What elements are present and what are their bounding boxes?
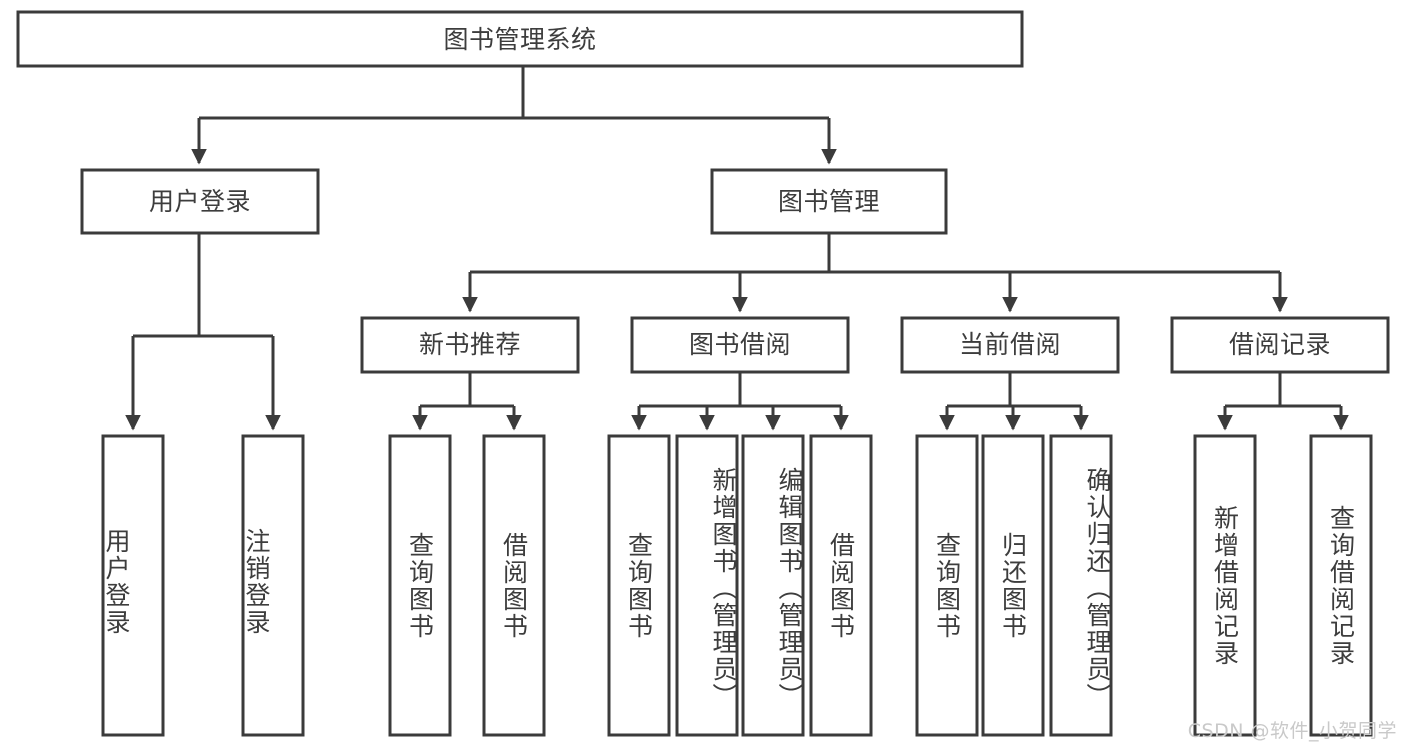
leaf-box-current-borrow-2[interactable] [1049,434,1113,737]
leaf-box-user-login-0[interactable] [101,434,165,737]
connector-group-root [191,66,837,165]
csdn-watermark: CSDN @软件_小贺同学 [1187,720,1397,742]
node-book-borrow[interactable]: 图书借阅 [630,316,850,374]
leaf-box-book-borrow-2[interactable] [741,434,805,737]
leaf-box-borrow-record-1[interactable] [1309,434,1373,737]
node-borrow-record[interactable]: 借阅记录 [1170,316,1390,374]
node-book-manage-label: 图书管理 [778,187,880,216]
leaf-box-book-borrow-0[interactable] [607,434,671,737]
node-user-login-label: 用户登录 [149,187,251,216]
node-current-borrow-label: 当前借阅 [959,330,1061,359]
connector-group-user-login [125,233,281,431]
node-book-manage-box[interactable] [710,168,948,235]
leaf-box-new-book-1[interactable] [482,434,546,737]
leaf-box-current-borrow-1[interactable] [981,434,1045,737]
node-book-borrow-label: 图书借阅 [689,330,791,359]
leaf-box-new-book-0[interactable] [388,434,452,737]
node-current-borrow-box[interactable] [900,316,1120,374]
node-new-book-recommend[interactable]: 新书推荐 [360,316,580,374]
connector-group-book-manage [462,233,1288,313]
node-borrow-record-box[interactable] [1170,316,1390,374]
connector-group-new-book [412,372,522,431]
connector-group-current-borrow [939,372,1089,431]
node-root[interactable]: 图书管理系统 [16,10,1024,68]
node-root-box[interactable] [16,10,1024,68]
leaf-box-borrow-record-0[interactable] [1193,434,1257,737]
node-current-borrow[interactable]: 当前借阅 [900,316,1120,374]
leaf-box-current-borrow-0[interactable] [915,434,979,737]
node-user-login-box[interactable] [80,168,320,235]
connector-group-book-borrow [631,372,849,431]
leaf-box-book-borrow-1[interactable] [675,434,739,737]
leaf-box-user-login-1[interactable] [241,434,305,737]
node-user-login[interactable]: 用户登录 [80,168,320,235]
node-new-book-recommend-box[interactable] [360,316,580,374]
node-new-book-recommend-label: 新书推荐 [419,330,521,359]
leaf-box-book-borrow-3[interactable] [809,434,873,737]
node-root-label: 图书管理系统 [443,25,596,54]
node-book-borrow-box[interactable] [630,316,850,374]
connector-group-borrow-record [1217,372,1349,431]
node-book-manage[interactable]: 图书管理 [710,168,948,235]
node-borrow-record-label: 借阅记录 [1229,330,1331,359]
